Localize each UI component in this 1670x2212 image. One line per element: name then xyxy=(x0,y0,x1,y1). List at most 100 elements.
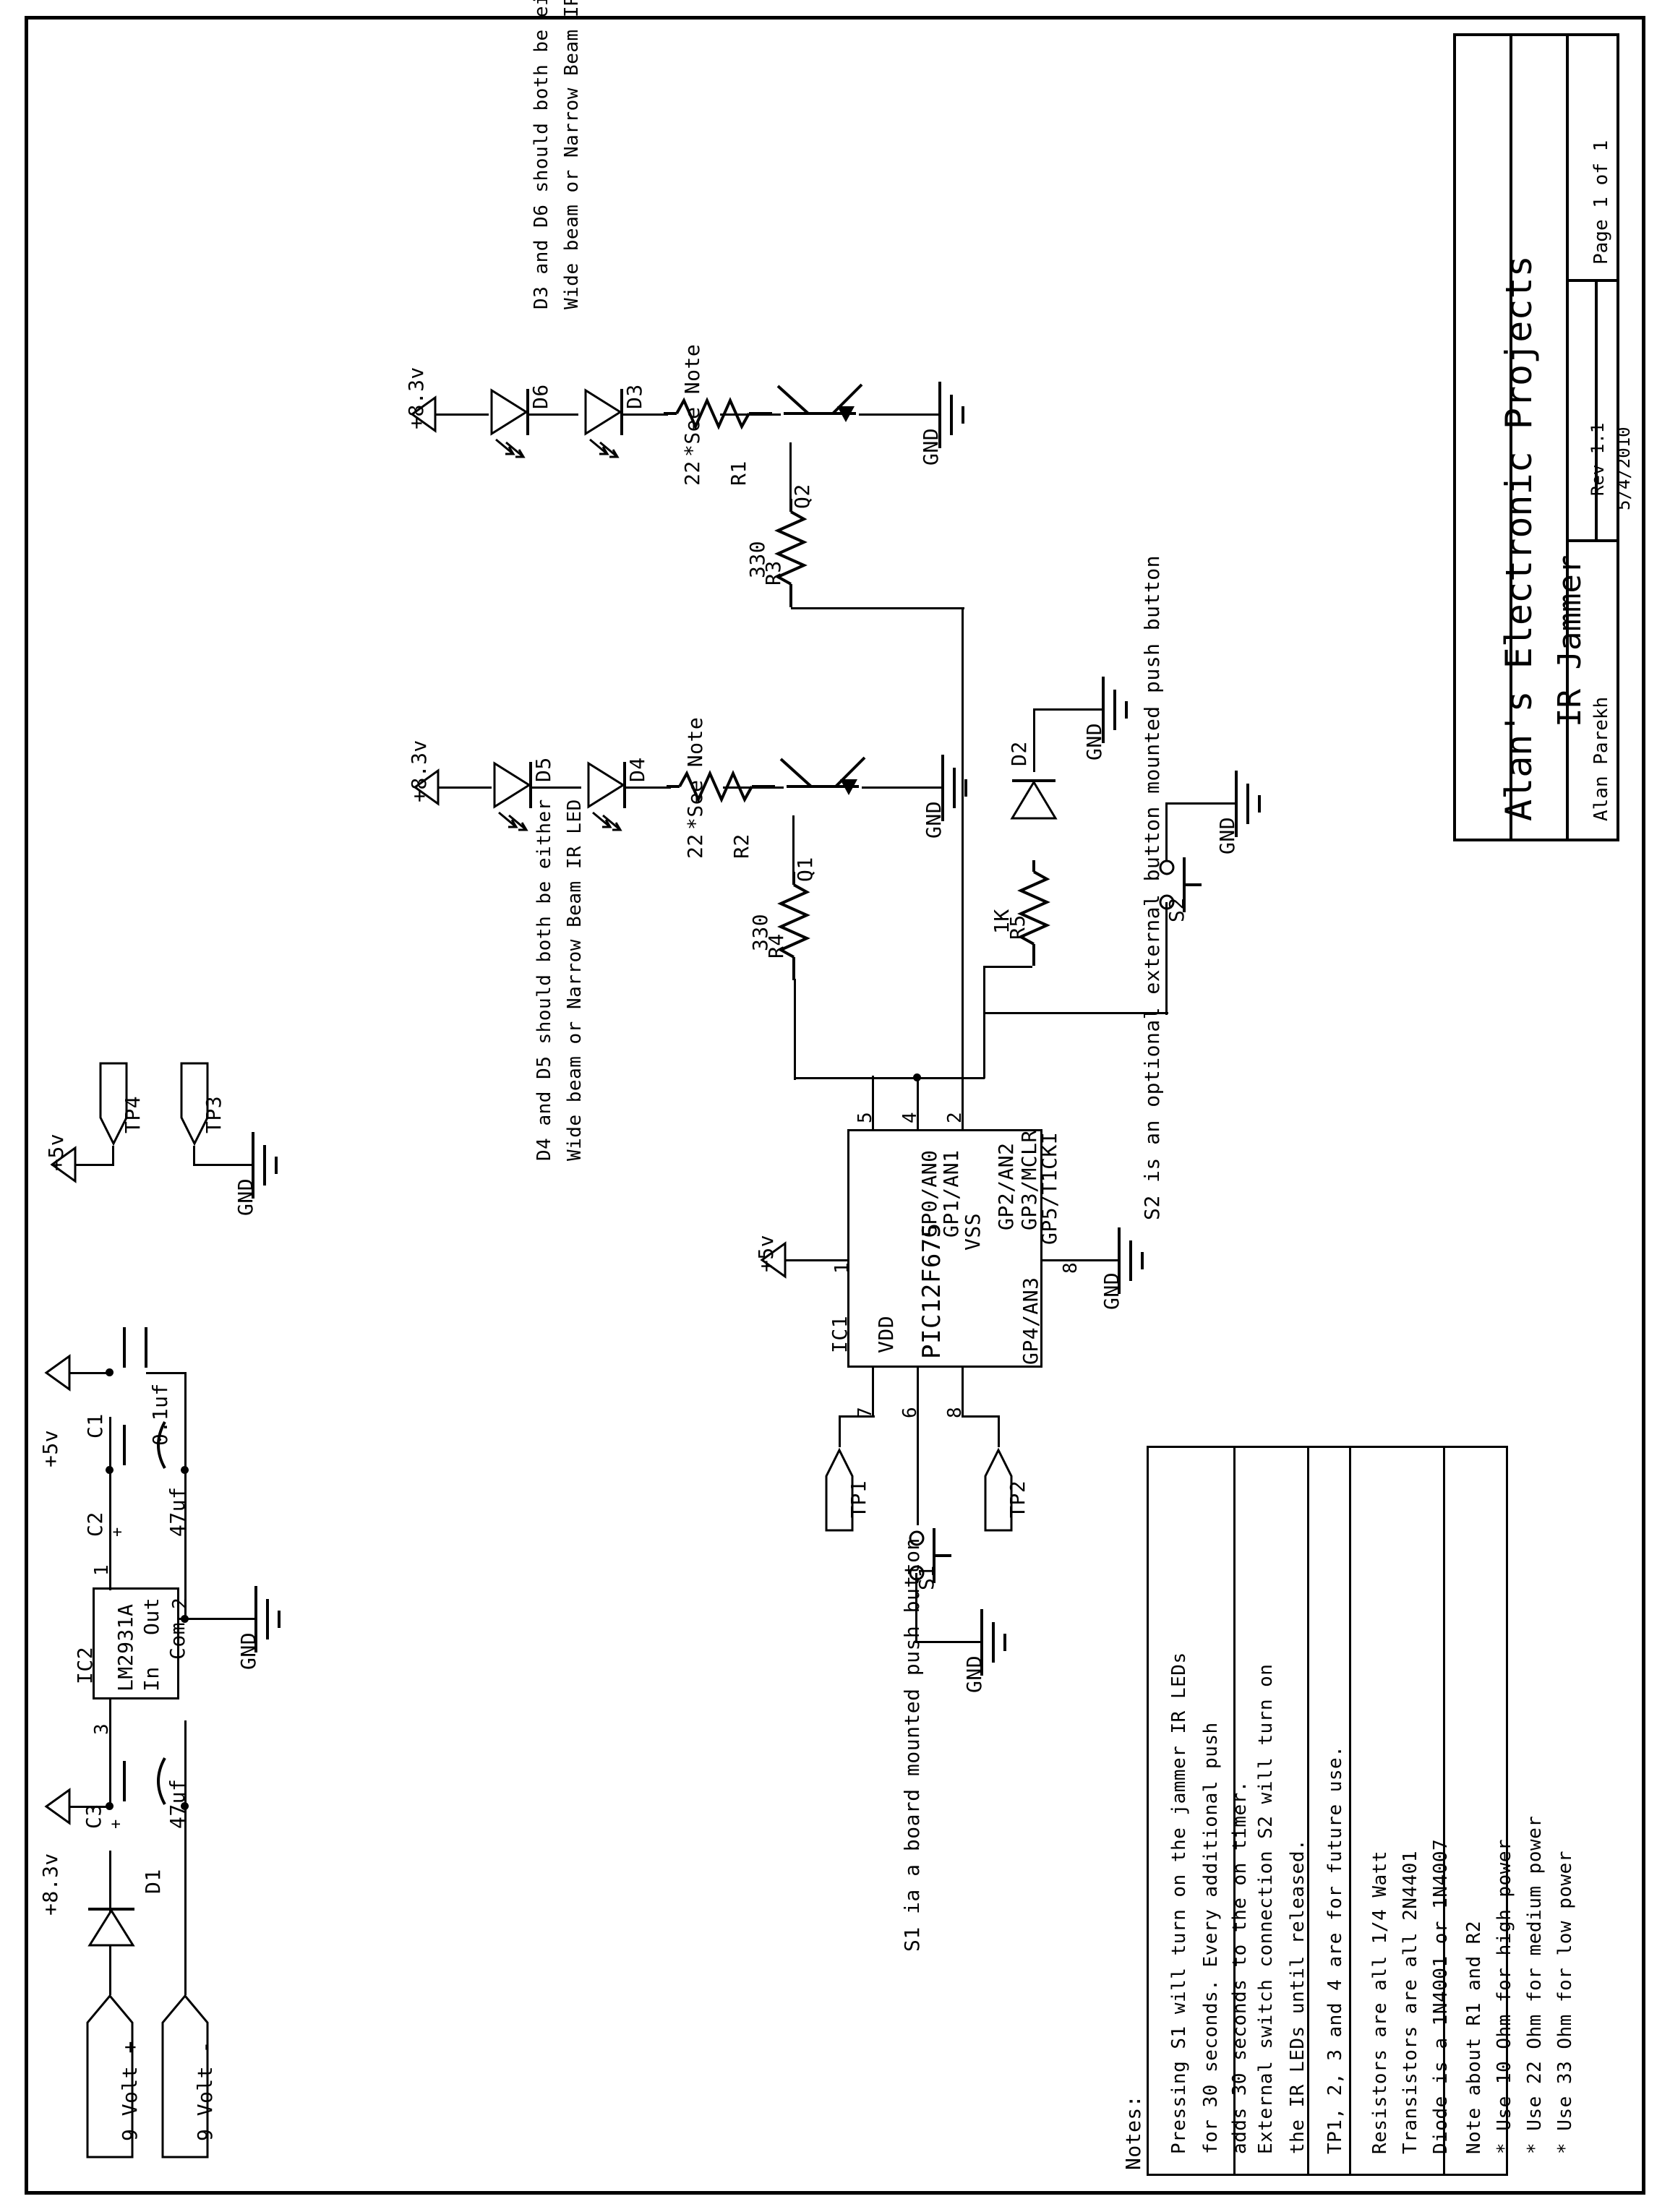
wire xyxy=(862,786,943,789)
resistor-r2-value: 22 xyxy=(683,833,707,859)
power-flag-8v3-a xyxy=(410,395,437,433)
junction xyxy=(181,1802,189,1810)
title-block-divider xyxy=(1566,539,1619,542)
ic1-pin-gp2an2: GP2/AN2 xyxy=(994,1142,1018,1230)
wire xyxy=(1165,802,1236,805)
title-block-divider xyxy=(1566,279,1619,282)
ground-label: GND xyxy=(236,1632,260,1670)
diode-d2-label: D2 xyxy=(1007,741,1031,766)
led-d5-label: D5 xyxy=(531,757,555,782)
wire xyxy=(953,1077,963,1079)
power-label-8v3: +8.3v xyxy=(38,1853,62,1916)
wire xyxy=(872,1076,874,1131)
led-d3-label: D3 xyxy=(622,384,646,409)
testpoint-tp1 xyxy=(825,1447,854,1532)
wire xyxy=(791,607,964,609)
wire xyxy=(146,1372,187,1374)
ic1-pin8-number: 8 xyxy=(1060,1261,1082,1274)
wire xyxy=(915,1573,917,1642)
capacitor-c3-refdes: C3 xyxy=(82,1804,106,1829)
ic1-pin6-number: 6 xyxy=(899,1406,921,1418)
power-label-8v3: +8.3v xyxy=(407,740,431,802)
ic1-pin-gp5t1cki: GP5/T1CKI xyxy=(1037,1131,1061,1245)
diode-d2 xyxy=(1010,779,1058,820)
wire xyxy=(794,1077,918,1079)
wire xyxy=(962,1415,999,1418)
diode-d1-label: D1 xyxy=(141,1869,165,1894)
ground-label: GND xyxy=(1082,722,1106,760)
connector-9v-plus xyxy=(86,1994,134,2159)
note-line: * Use 22 Ohm for medium power xyxy=(1524,1815,1546,2154)
wire xyxy=(620,413,668,416)
author-label: Alan Parekh xyxy=(1590,696,1612,821)
capacitor-c2 xyxy=(123,1421,166,1469)
switch-s2 xyxy=(1159,857,1202,912)
notes-divider xyxy=(1349,1446,1351,2176)
wire xyxy=(872,1077,985,1079)
led-d4-label: D4 xyxy=(625,757,649,782)
testpoint-tp3 xyxy=(180,1062,209,1146)
resistor-r4-value: 330 xyxy=(748,913,772,951)
ic1-pin1-number: 1 xyxy=(831,1261,853,1274)
ground-symbol xyxy=(938,382,964,448)
capacitor-c2-plus: + xyxy=(108,1527,127,1537)
notes-heading: Notes: xyxy=(1121,2094,1145,2170)
see-note-2: *See Note xyxy=(683,716,707,830)
wire xyxy=(917,1076,919,1131)
wire xyxy=(789,442,792,502)
wire xyxy=(623,786,671,789)
ic1-pin-vss: GP4/AN3 xyxy=(1019,1277,1042,1365)
wire xyxy=(184,1618,257,1620)
ic2-pin-com: Com xyxy=(166,1621,189,1660)
note-line: the IR LEDs until released. xyxy=(1287,1838,1309,2154)
capacitor-c1 xyxy=(123,1327,147,1368)
wire xyxy=(839,1415,875,1418)
note-line: Resistors are all 1/4 Watt xyxy=(1369,1851,1391,2154)
transistor-q2-label: Q2 xyxy=(790,484,814,509)
junction xyxy=(106,1466,114,1474)
testpoint-tp4-label: TP4 xyxy=(121,1095,145,1133)
ic2-pin3-number: 3 xyxy=(91,1723,113,1735)
ic1-pin-vdd: VDD xyxy=(874,1315,898,1353)
wire xyxy=(65,1372,112,1374)
wire xyxy=(962,1366,964,1417)
power-flag-8v3-c xyxy=(44,1788,71,1825)
note-line: * Use 33 Ohm for low power xyxy=(1554,1851,1576,2154)
ic2-refdes: IC2 xyxy=(73,1646,97,1684)
notes-frame xyxy=(1147,1446,1508,2176)
wire xyxy=(112,1146,114,1166)
wire xyxy=(915,1641,982,1643)
ic2-pin1-number: 1 xyxy=(91,1564,113,1576)
wire xyxy=(184,1720,187,1995)
ground-symbol xyxy=(1118,1227,1144,1294)
testpoint-tp4 xyxy=(99,1062,128,1146)
junction xyxy=(913,1073,921,1081)
wire xyxy=(1041,1259,1121,1261)
wire xyxy=(998,1415,1000,1447)
ic1-pin-gp1an1: GP1/AN1 xyxy=(939,1149,963,1238)
wire xyxy=(962,607,964,1079)
note-line: TP1, 2, 3 and 4 are for future use. xyxy=(1324,1745,1346,2154)
ic1-pin-gp3mclr: VSS xyxy=(961,1212,985,1251)
wire xyxy=(983,966,985,1079)
led-d4 xyxy=(587,761,626,831)
ic1-body xyxy=(847,1129,1042,1368)
ground-label: GND xyxy=(919,427,943,466)
capacitor-c3 xyxy=(123,1757,166,1805)
wire xyxy=(184,1373,187,1619)
resistor-r5 xyxy=(1017,860,1050,966)
wire xyxy=(1165,902,1168,1015)
ic1-part: PIC12F675 xyxy=(917,1222,946,1359)
connector-9v-minus xyxy=(161,1994,209,2159)
connector-label: 9 Volt + xyxy=(118,2041,142,2141)
led-d5 xyxy=(493,761,532,831)
ground-symbol xyxy=(941,755,967,821)
wire xyxy=(794,979,796,1080)
ic1-refdes: IC1 xyxy=(828,1315,852,1353)
transistor-q1-label: Q1 xyxy=(793,857,817,882)
testpoint-tp2-label: TP2 xyxy=(1006,1480,1029,1518)
wire xyxy=(435,786,492,789)
wire xyxy=(792,815,795,875)
wire xyxy=(109,1699,111,1807)
